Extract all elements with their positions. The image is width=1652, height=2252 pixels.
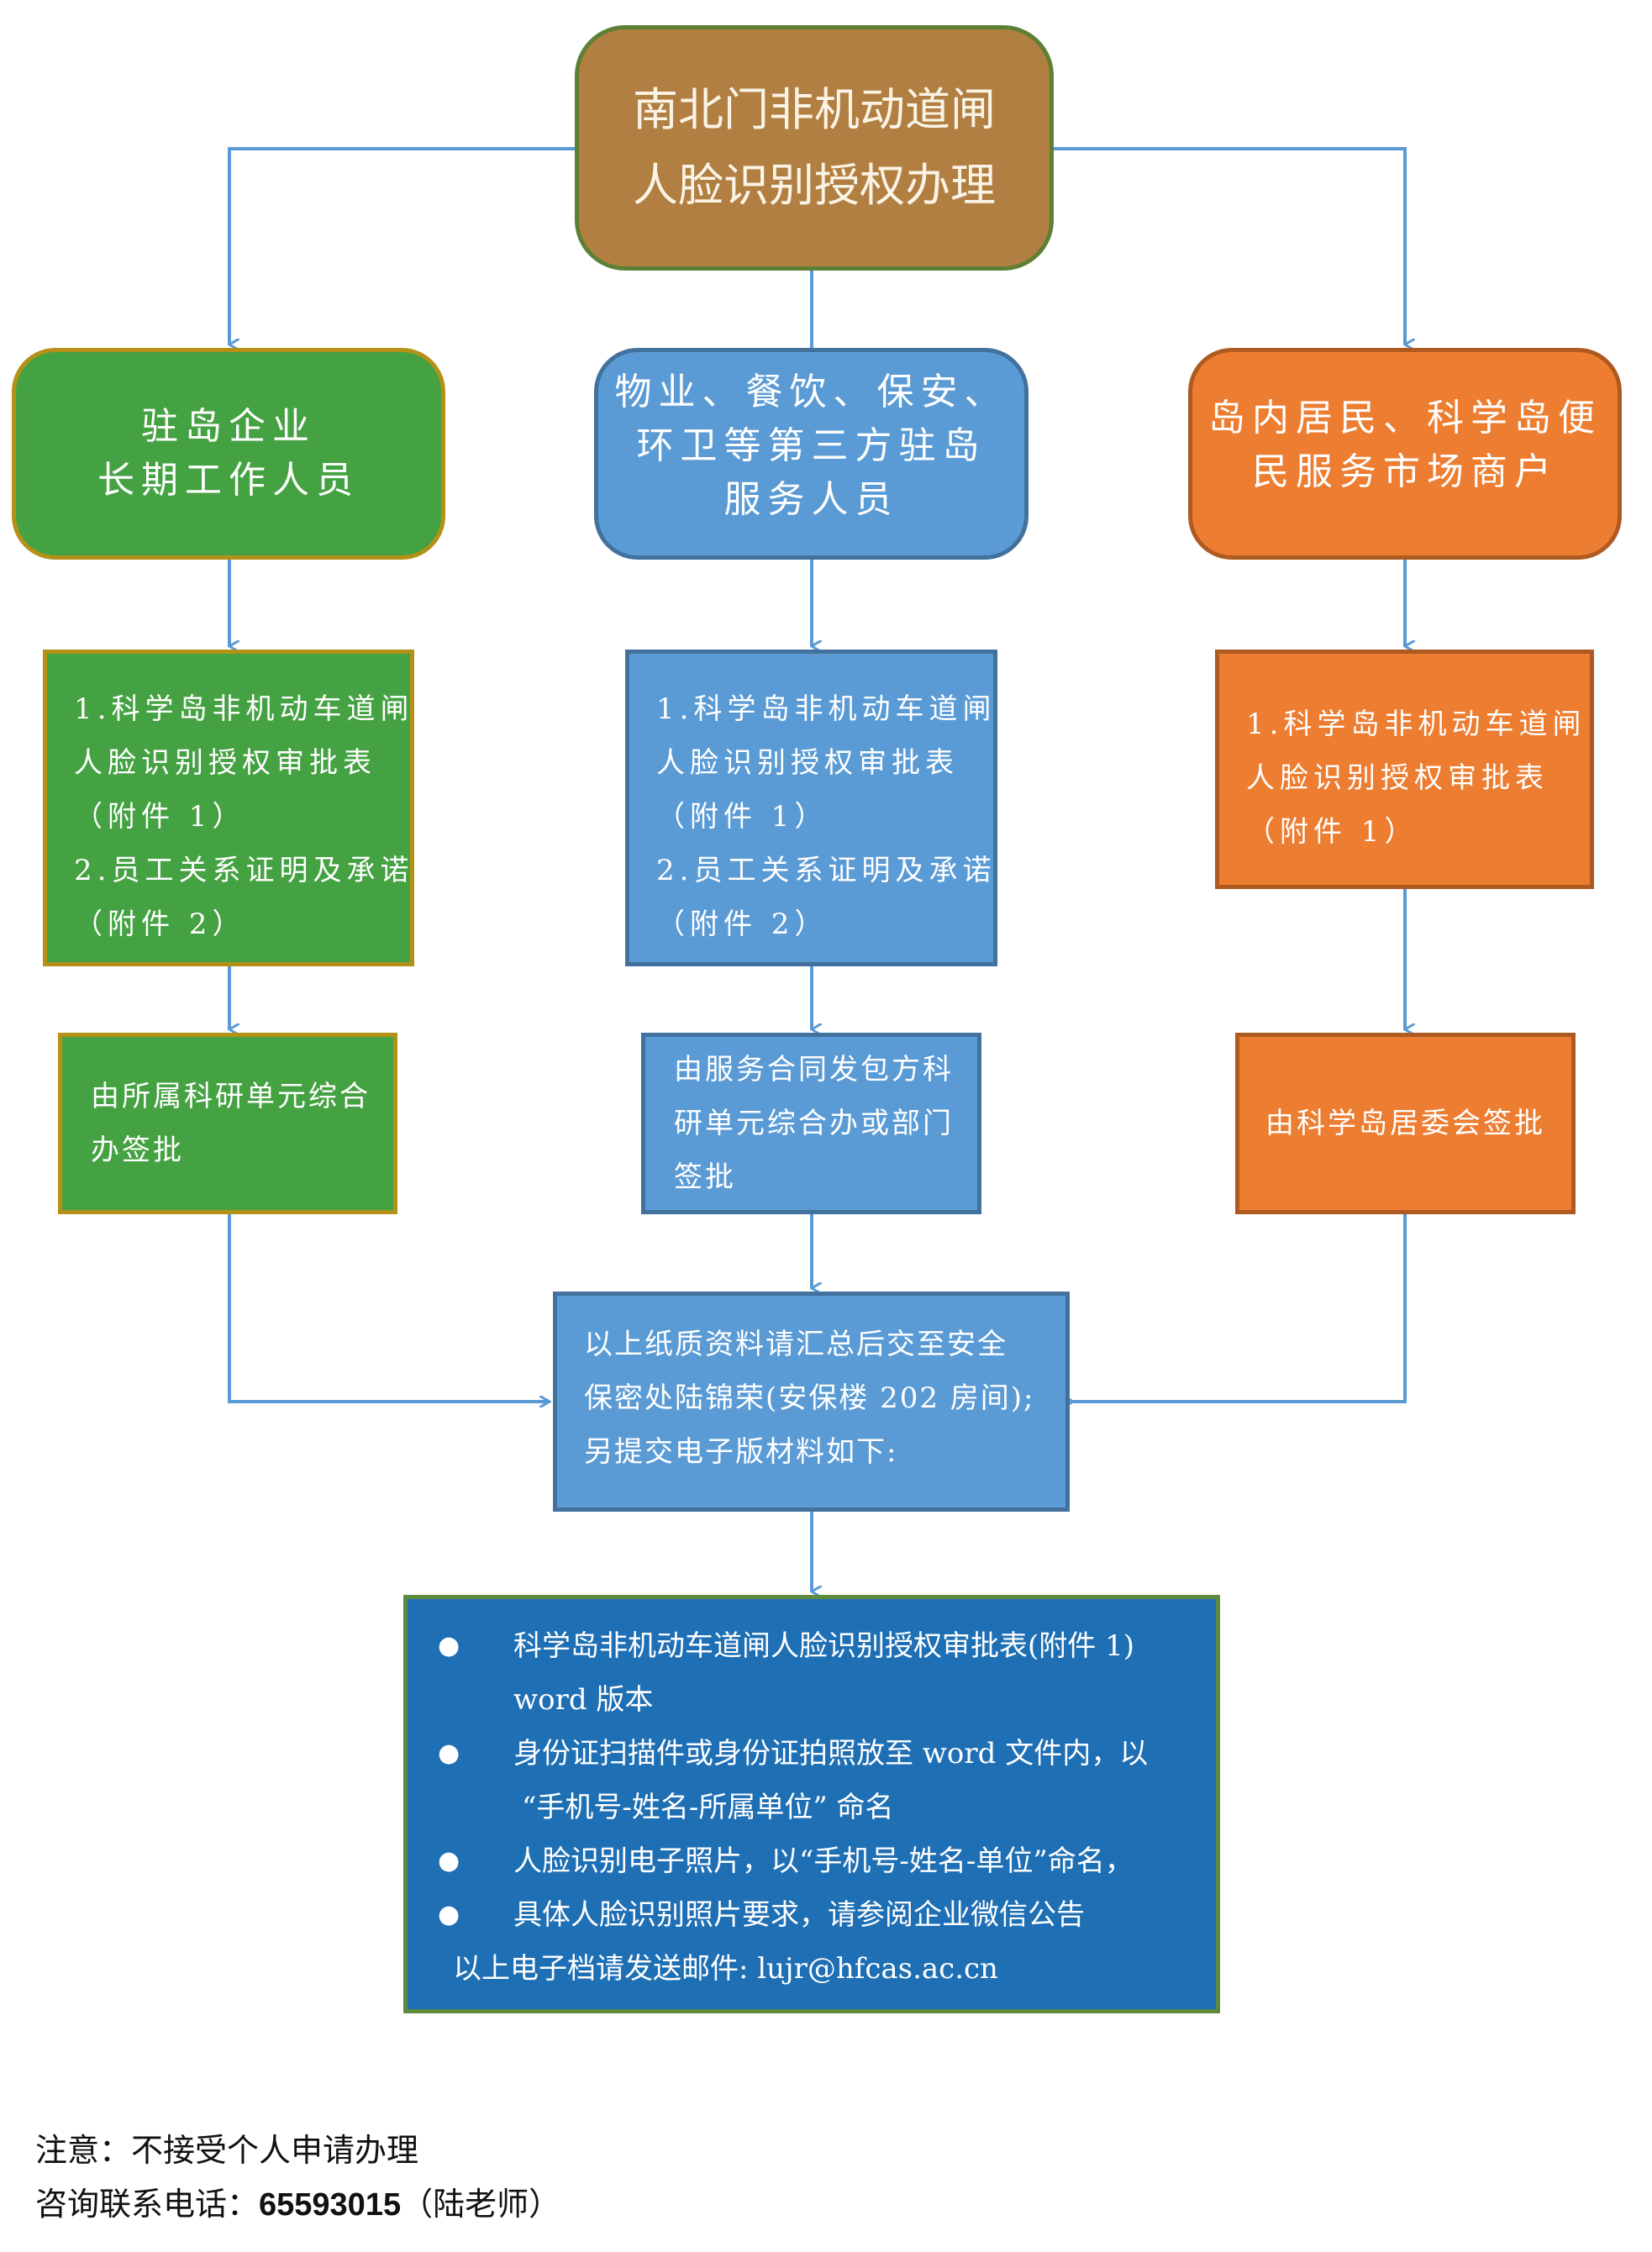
email-line: 以上电子档请发送邮件: lujr@hfcas.ac.cn bbox=[428, 1942, 1207, 1996]
footer-notice: 注意：不接受个人申请办理 bbox=[35, 2134, 419, 2169]
category-label-line: 长期工作人员 bbox=[97, 459, 360, 502]
document-line: （附件 1） bbox=[74, 800, 246, 834]
document-line: （附件 2） bbox=[656, 908, 829, 941]
approval-line: 由科学岛居委会签批 bbox=[1265, 1107, 1545, 1140]
list-item-text: 身份证扫描件或身份证拍照放至 word 文件内，以 bbox=[513, 1737, 1149, 1771]
document-line: （附件 1） bbox=[1246, 815, 1418, 849]
document-line: 1.科学岛非机动车道闸 bbox=[656, 692, 997, 726]
title-box: 南北门非机动道闸 人脸识别授权办理 bbox=[575, 25, 1054, 271]
document-line: 2.员工关系证明及承诺 bbox=[656, 854, 997, 887]
list-item-continuation: “手机号-姓名-所属单位” 命名 bbox=[522, 1791, 894, 1824]
approval-line: 签批 bbox=[674, 1160, 736, 1194]
summary-line: 以上纸质资料请汇总后交至安全 bbox=[584, 1328, 1008, 1361]
category-label-line: 驻岛企业 bbox=[141, 405, 316, 448]
bullet-icon: ● bbox=[438, 1900, 460, 1929]
category-third-party: 物业、餐饮、保安、 环卫等第三方驻岛 服务人员 bbox=[594, 348, 1029, 560]
category-enterprise: 驻岛企业 长期工作人员 bbox=[12, 348, 445, 560]
category-label-line: 物业、餐饮、保安、 bbox=[614, 371, 1008, 413]
approval-third-party: 由服务合同发包方科 研单元综合办或部门 签批 bbox=[641, 1033, 981, 1214]
document-line: 1.科学岛非机动车道闸 bbox=[74, 692, 414, 726]
connector-title-to-enterprise bbox=[228, 147, 575, 345]
list-item: ● 身份证扫描件或身份证拍照放至 word 文件内，以 bbox=[428, 1727, 1207, 1781]
contact-label: 咨询联系电话： bbox=[35, 2187, 260, 2223]
document-line: 人脸识别授权审批表 bbox=[1246, 761, 1549, 795]
connector-title-to-residents bbox=[1054, 147, 1405, 345]
connector-enterprise-approval-to-summary bbox=[228, 1214, 550, 1402]
email-prefix: 以上电子档请发送邮件: bbox=[453, 1952, 758, 1986]
document-line: 2.员工关系证明及承诺 bbox=[74, 854, 414, 887]
contact-person: （陆老师） bbox=[401, 2187, 561, 2223]
approval-enterprise: 由所属科研单元综合 办签批 bbox=[58, 1033, 397, 1214]
list-item: ● 人脸识别电子照片，以“手机号-姓名-单位”命名， bbox=[428, 1834, 1207, 1888]
approval-line: 由服务合同发包方科 bbox=[674, 1053, 954, 1087]
list-item-continuation: word 版本 bbox=[513, 1683, 654, 1717]
list-item-text: 科学岛非机动车道闸人脸识别授权审批表(附件 1) bbox=[513, 1629, 1134, 1663]
document-line: 人脸识别授权审批表 bbox=[74, 746, 376, 780]
approval-residents: 由科学岛居委会签批 bbox=[1235, 1033, 1576, 1214]
category-label-line: 民服务市场商户 bbox=[1252, 450, 1558, 493]
footer-contact: 咨询联系电话：65593015（陆老师） bbox=[35, 2178, 560, 2224]
contact-phone: 65593015 bbox=[259, 2187, 402, 2223]
document-line: 1.科学岛非机动车道闸 bbox=[1246, 708, 1586, 741]
email-link[interactable]: lujr@hfcas.ac.cn bbox=[757, 1952, 998, 1986]
documents-residents: 1.科学岛非机动车道闸 人脸识别授权审批表 （附件 1） bbox=[1215, 650, 1594, 889]
approval-line: 由所属科研单元综合 bbox=[91, 1080, 371, 1113]
title-line-1: 南北门非机动道闸 bbox=[633, 85, 996, 135]
category-label-line: 岛内居民、科学岛便 bbox=[1208, 397, 1602, 439]
document-line: （附件 2） bbox=[74, 908, 246, 941]
document-line: 人脸识别授权审批表 bbox=[656, 746, 959, 780]
bullet-icon: ● bbox=[438, 1846, 460, 1876]
summary-box: 以上纸质资料请汇总后交至安全 保密处陆锦荣(安保楼 202 房间); 另提交电子… bbox=[553, 1292, 1070, 1512]
list-item: ● 具体人脸识别照片要求，请参阅企业微信公告 bbox=[428, 1888, 1207, 1942]
category-label-line: 服务人员 bbox=[723, 478, 899, 521]
list-item-text: 具体人脸识别照片要求，请参阅企业微信公告 bbox=[513, 1898, 1085, 1932]
approval-line: 办签批 bbox=[91, 1134, 184, 1167]
summary-line: 保密处陆锦荣(安保楼 202 房间); bbox=[584, 1381, 1035, 1415]
list-item-text: 人脸识别电子照片，以“手机号-姓名-单位”命名， bbox=[513, 1844, 1134, 1878]
documents-third-party: 1.科学岛非机动车道闸 人脸识别授权审批表 （附件 1） 2.员工关系证明及承诺… bbox=[625, 650, 997, 966]
document-line: （附件 1） bbox=[656, 800, 829, 834]
title-line-2: 人脸识别授权办理 bbox=[633, 160, 996, 211]
approval-line: 研单元综合办或部门 bbox=[674, 1107, 954, 1140]
bullet-icon: ● bbox=[438, 1739, 460, 1768]
bullet-icon: ● bbox=[438, 1631, 460, 1660]
electronic-materials-box: ● 科学岛非机动车道闸人脸识别授权审批表(附件 1) word 版本 ● 身份证… bbox=[403, 1595, 1220, 2013]
documents-enterprise: 1.科学岛非机动车道闸 人脸识别授权审批表 （附件 1） 2.员工关系证明及承诺… bbox=[43, 650, 414, 966]
list-item: ● 科学岛非机动车道闸人脸识别授权审批表(附件 1) bbox=[428, 1619, 1207, 1673]
category-label-line: 环卫等第三方驻岛 bbox=[636, 424, 986, 467]
connector-residents-approval-to-summary bbox=[1073, 1214, 1407, 1402]
category-residents: 岛内居民、科学岛便 民服务市场商户 bbox=[1188, 348, 1622, 560]
summary-line: 另提交电子版材料如下: bbox=[584, 1435, 898, 1469]
